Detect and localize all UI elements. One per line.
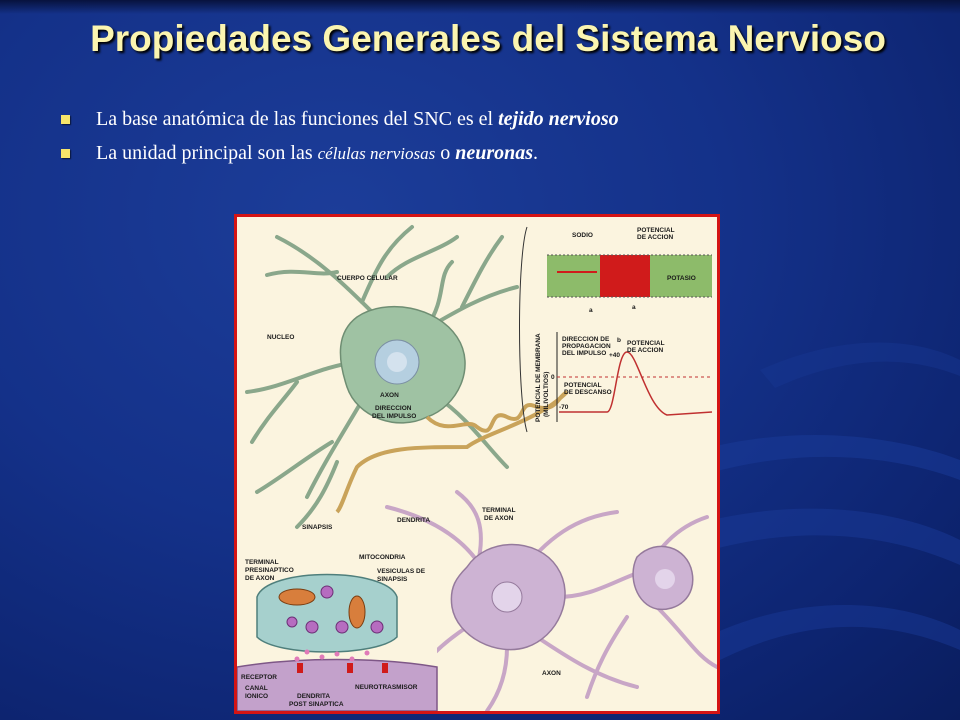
label-axon-upper: AXON: [380, 392, 399, 399]
slide-title: Propiedades Generales del Sistema Nervio…: [90, 18, 886, 59]
right-neuron-nucleus: [655, 569, 675, 589]
neuron-illustration: CUERPO CELULAR NUCLEO AXON DIRECCION DEL…: [237, 225, 717, 711]
bullet-2-italic: células nerviosas: [317, 144, 436, 163]
bullet-2-tail: .: [533, 142, 539, 164]
label-sodio: SODIO: [572, 232, 593, 239]
bullet-item-2: La unidad principal son las células nerv…: [60, 138, 619, 172]
label-pot-graph-2: DE ACCION: [627, 347, 664, 354]
label-neurotrasmisor: NEUROTRASMISOR: [355, 684, 418, 691]
membrane-red-zone: [600, 255, 650, 297]
label-receptor: RECEPTOR: [241, 674, 277, 681]
label-potencial-accion-2: DE ACCION: [637, 234, 674, 241]
label-letter-a-2: a: [632, 304, 636, 311]
neuron-illustration-frame: CUERPO CELULAR NUCLEO AXON DIRECCION DEL…: [234, 214, 720, 714]
bullet-2-connector: o: [435, 142, 456, 164]
label-dendrita-post-1: DENDRITA: [297, 693, 330, 700]
label-axon-lower: AXON: [542, 670, 561, 677]
label-terminal-axon-2: DE AXON: [484, 515, 514, 522]
bullet-list: La base anatómica de las funciones del S…: [60, 104, 619, 172]
bullet-2-text: La unidad principal son las: [96, 142, 318, 164]
ion-channel-markers: [297, 663, 388, 673]
label-dendrita: DENDRITA: [397, 517, 430, 524]
label-vesiculas-2: SINAPSIS: [377, 576, 408, 583]
label-dir-prop-2: PROPAGACION: [562, 343, 611, 350]
label-canal-1: CANAL: [245, 685, 268, 692]
label-dir-prop-3: DEL IMPULSO: [562, 350, 606, 357]
label-nucleo: NUCLEO: [267, 334, 294, 341]
label-letter-b: b: [617, 337, 621, 344]
tick-minus70: -70: [559, 404, 569, 411]
label-letter-a-1: a: [589, 307, 593, 314]
bullet-2-emphasis: neuronas: [455, 142, 534, 164]
label-pot-graph-1: POTENCIAL: [627, 340, 665, 347]
bullet-1-text: La base anatómica de las funciones del S…: [96, 108, 499, 130]
bullet-item-1: La base anatómica de las funciones del S…: [60, 104, 619, 138]
neurotransmitter-dots: [294, 649, 370, 662]
label-terminal-axon-1: TERMINAL: [482, 507, 516, 514]
mitochondrion-shape-2: [348, 595, 366, 629]
label-terminal-presinaptico-2: PRESINAPTICO: [245, 567, 294, 574]
synaptic-vesicles: [286, 585, 384, 634]
upper-neuron-nucleolus: [387, 352, 407, 372]
label-vesiculas-1: VESICULAS DE: [377, 568, 426, 575]
square-bullet-icon: [61, 149, 70, 158]
panel-bracket: [519, 226, 528, 433]
label-terminal-presinaptico-3: DE AXON: [245, 575, 275, 582]
label-mitocondria: MITOCONDRIA: [359, 554, 406, 561]
label-direccion-1: DIRECCION: [375, 405, 412, 412]
label-pot-membrana-1: POTENCIAL DE MEMBRANA: [535, 333, 542, 422]
label-cuerpo-celular: CUERPO CELULAR: [337, 275, 398, 282]
label-dir-prop-1: DIRECCION DE: [562, 336, 610, 343]
lower-neuron-nucleus: [491, 581, 523, 613]
axon-path: [335, 390, 569, 514]
square-bullet-icon: [61, 115, 70, 124]
label-potasio: POTASIO: [667, 275, 696, 282]
label-terminal-presinaptico-1: TERMINAL: [245, 559, 279, 566]
top-band: [0, 0, 960, 14]
mitochondrion-shape: [278, 588, 316, 606]
action-potential-curve: [559, 351, 713, 416]
bullet-1-emphasis: tejido nervioso: [498, 108, 619, 130]
label-direccion-2: DEL IMPULSO: [372, 413, 416, 420]
label-pot-descanso-2: DE DESCANSO: [564, 389, 612, 396]
label-canal-2: IONICO: [245, 693, 268, 700]
tick-plus40: +40: [609, 352, 620, 359]
tick-zero: 0: [551, 374, 555, 381]
label-pot-membrana-2: (MILIVOLTIOS): [543, 372, 550, 417]
label-potencial-accion-1: POTENCIAL: [637, 227, 675, 234]
label-dendrita-post-2: POST SINAPTICA: [289, 701, 344, 708]
label-pot-descanso-1: POTENCIAL: [564, 382, 602, 389]
label-sinapsis: SINAPSIS: [302, 524, 333, 531]
